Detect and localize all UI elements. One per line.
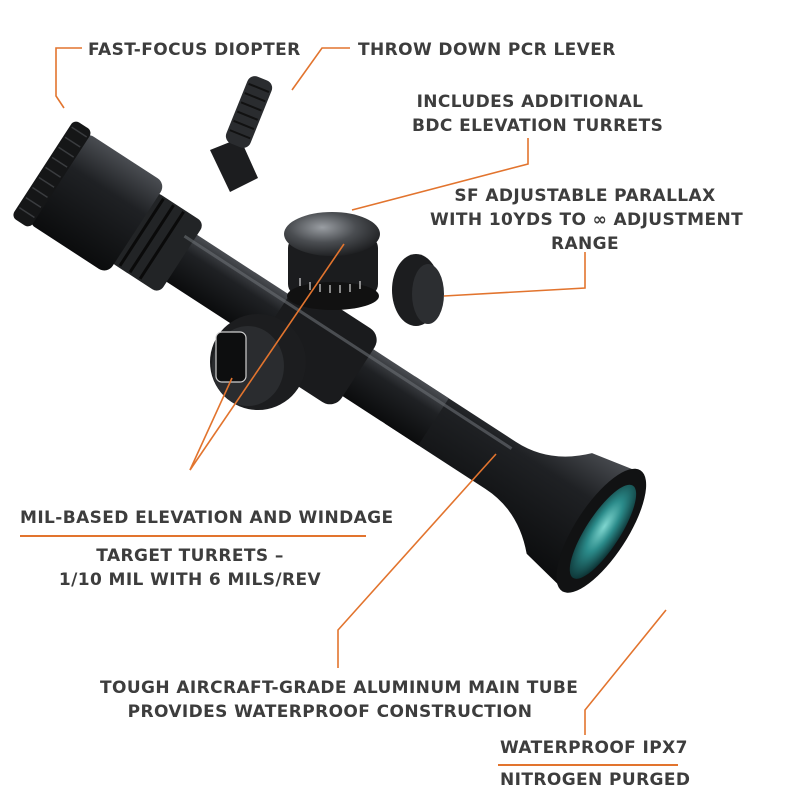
rule-waterproof [498,764,678,766]
callout-elevation-line-1: MIL-BASED ELEVATION AND WINDAGE [20,508,394,528]
leader-elevation [189,377,233,471]
callout-pcr-line-1: THROW DOWN PCR LEVER [358,40,616,60]
callout-main-tube: TOUGH AIRCRAFT-GRADE ALUMINUM MAIN TUBE … [100,676,579,724]
leader-diopter [55,47,82,109]
windage-turret [210,314,306,410]
leader-windage [189,243,345,471]
diopter-ring [13,121,91,227]
callout-target-line-1: TARGET TURRETS – [96,546,284,566]
leader-bdc [351,138,529,211]
callout-tube-line-1: TOUGH AIRCRAFT-GRADE ALUMINUM MAIN TUBE [100,678,579,698]
leader-pcr [291,47,350,91]
power-ring-ribs [118,197,185,280]
leader-lines [55,47,667,735]
rule-elevation [20,535,366,537]
parallax-turret [392,254,444,326]
callout-pcr-lever: THROW DOWN PCR LEVER [358,38,616,62]
scope-body [13,121,647,593]
callout-bdc-line-2: BDC ELEVATION TURRETS [412,116,664,136]
callout-diopter: FAST-FOCUS DIOPTER [88,38,301,62]
callout-waterproof: WATERPROOF IPX7 [500,736,688,760]
leader-tube [337,453,497,668]
diopter-knurling [18,126,88,219]
callout-parallax-line-1: SF ADJUSTABLE PARALLAX [454,186,716,206]
leader-waterproof [584,609,667,735]
callout-elevation: MIL-BASED ELEVATION AND WINDAGE [20,506,394,530]
leader-parallax [443,252,586,297]
callout-bdc-turrets: INCLUDES ADDITIONAL BDC ELEVATION TURRET… [412,90,664,138]
callout-target-line-2: 1/10 MIL WITH 6 MILS/REV [58,570,322,590]
callout-tube-line-2: PROVIDES WATERPROOF CONSTRUCTION [127,702,533,722]
callout-waterproof-line-1: WATERPROOF IPX7 [500,738,688,758]
callout-nitrogen-line-1: NITROGEN PURGED [500,770,691,790]
callout-parallax: SF ADJUSTABLE PARALLAX WITH 10YDS TO ∞ A… [430,184,744,256]
objective-lens [569,484,637,579]
tube-highlight [183,234,513,450]
callout-diopter-line-1: FAST-FOCUS DIOPTER [88,40,301,60]
elevation-turret [284,212,380,310]
callout-bdc-line-1: INCLUDES ADDITIONAL [416,92,644,112]
callout-target-turrets: TARGET TURRETS – 1/10 MIL WITH 6 MILS/RE… [20,544,360,592]
callout-parallax-line-3: RANGE [550,234,620,254]
callout-parallax-line-2: WITH 10YDS TO ∞ ADJUSTMENT [430,210,744,230]
pcr-lever [210,76,273,192]
turret-badge [215,331,247,383]
elevation-cap [284,212,380,256]
callout-nitrogen: NITROGEN PURGED [500,768,690,792]
